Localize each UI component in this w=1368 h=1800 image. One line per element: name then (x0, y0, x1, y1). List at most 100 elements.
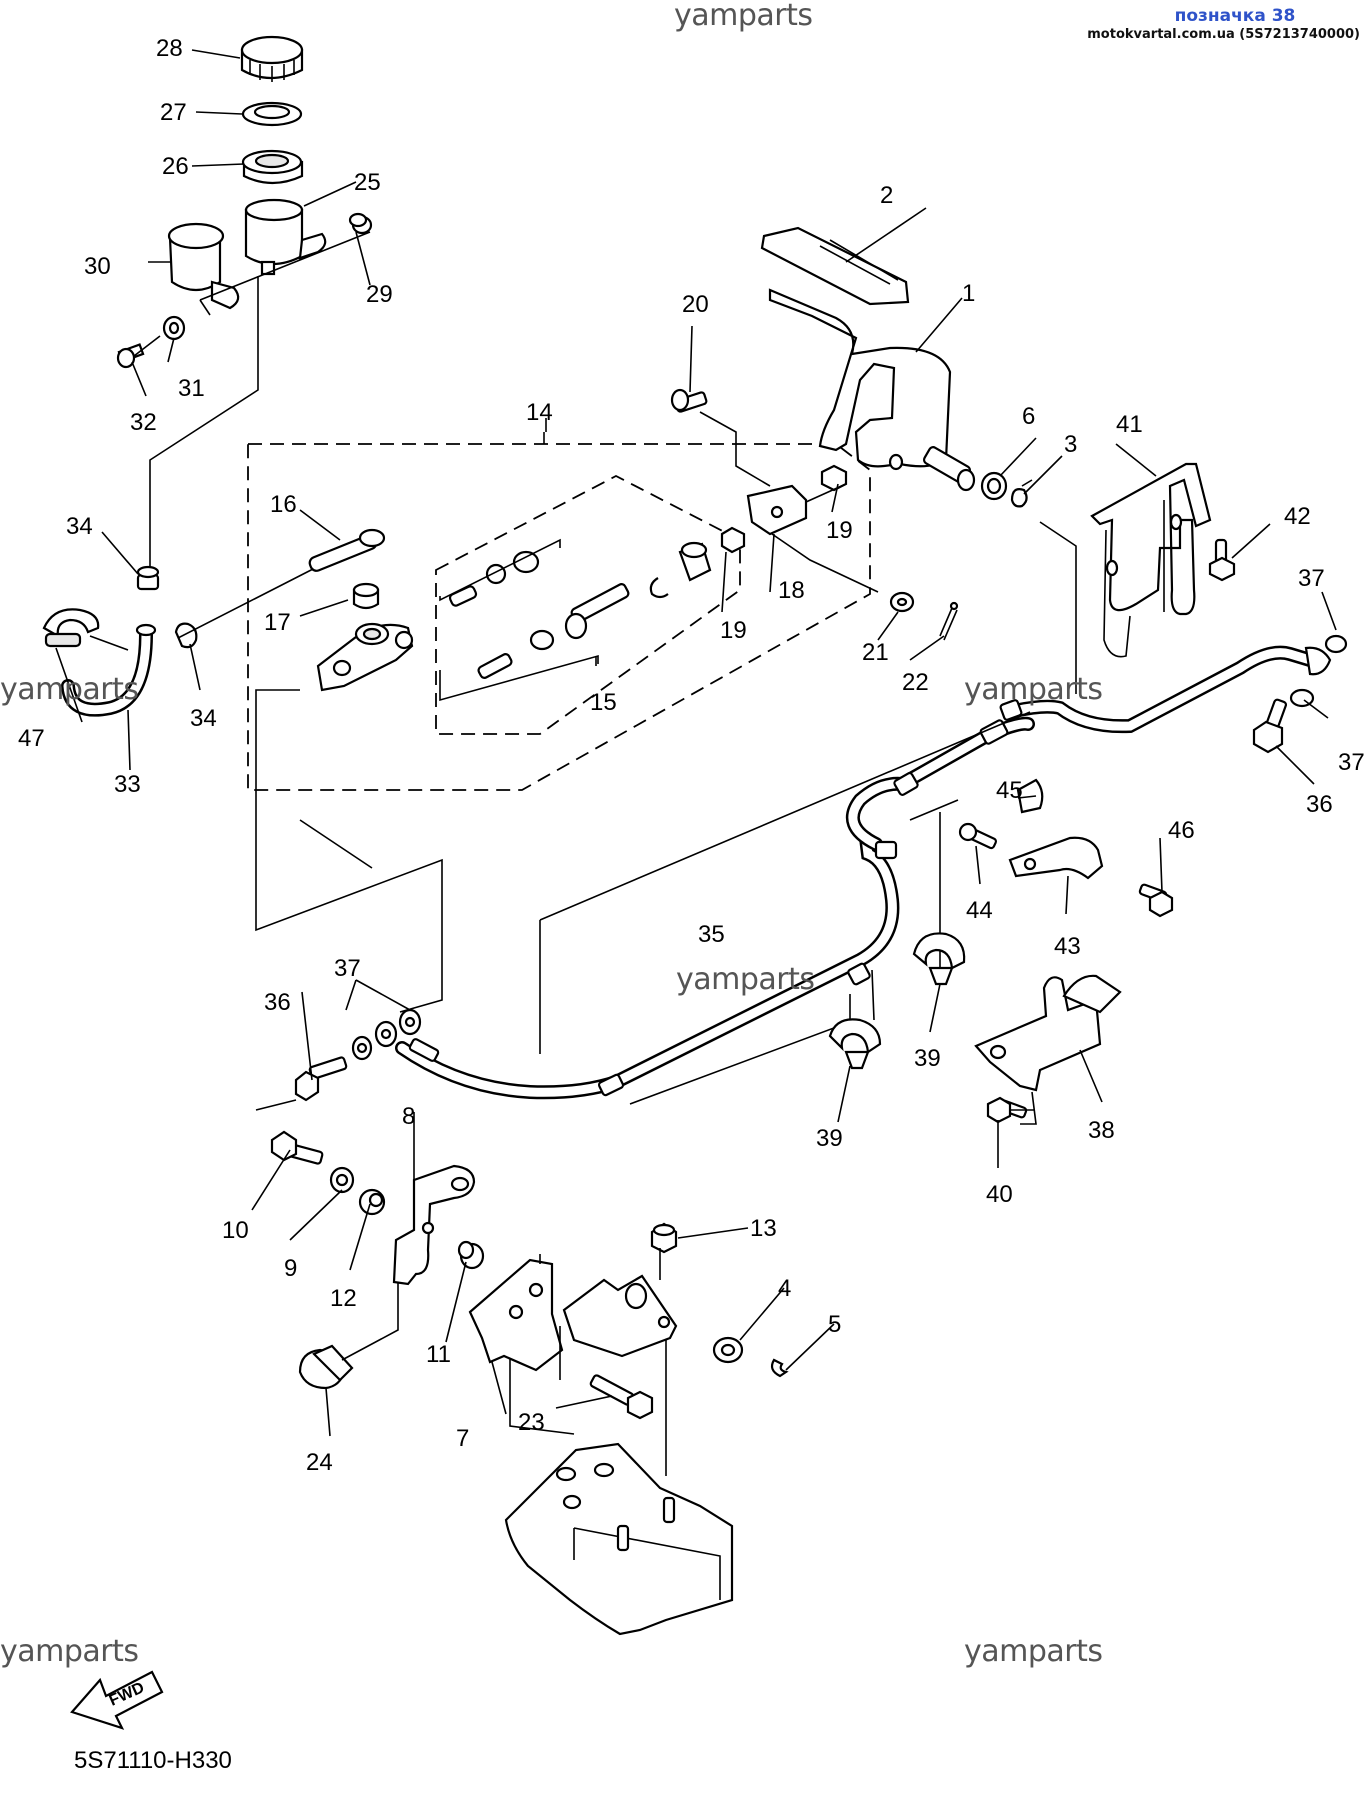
callout-44: 44 (966, 897, 993, 924)
callout-39-left: 39 (816, 1125, 843, 1152)
washer-37-a (351, 1035, 373, 1061)
bracket-41 (1090, 462, 1212, 658)
bolt-40 (986, 1096, 1028, 1124)
callout-14: 14 (526, 399, 553, 426)
callout-24: 24 (306, 1449, 333, 1476)
callout-42: 42 (1284, 503, 1311, 530)
diagram-code: 5S71110-H330 (74, 1747, 232, 1774)
brake-pipe-upper (845, 645, 1332, 860)
clevis-18 (746, 484, 808, 536)
collar-6 (980, 471, 1008, 501)
callout-30: 30 (84, 253, 111, 280)
callout-7: 7 (456, 1425, 469, 1452)
callout-16: 16 (270, 491, 297, 518)
nut-13 (650, 1222, 678, 1254)
bracket-8 (392, 1164, 476, 1286)
watermark-bottom-left: yamparts (0, 1634, 139, 1669)
callout-33: 33 (114, 771, 141, 798)
watermark-bottom-right: yamparts (964, 1634, 1103, 1669)
callout-6: 6 (1022, 403, 1035, 430)
callout-31: 31 (178, 375, 205, 402)
callout-18: 18 (778, 577, 805, 604)
frame-plate (504, 1442, 734, 1636)
callout-22: 22 (902, 669, 929, 696)
screw-32 (116, 343, 145, 369)
bolt-17 (352, 582, 380, 610)
callout-25: 25 (354, 169, 381, 196)
bracket-38 (974, 974, 1122, 1092)
callout-37-left: 37 (334, 955, 361, 982)
reservoir-cap-28 (240, 35, 304, 82)
fwd-arrow-icon: FWD (70, 1670, 164, 1730)
clamp-39-upper (912, 932, 966, 986)
callout-1: 1 (962, 280, 975, 307)
callout-10: 10 (222, 1217, 249, 1244)
callout-39-right: 39 (914, 1045, 941, 1072)
brake-hose-35 (395, 831, 900, 1100)
callout-46: 46 (1168, 817, 1195, 844)
bracket-13-mount (562, 1274, 678, 1358)
bolt-23 (589, 1374, 654, 1420)
bolt-20 (670, 388, 708, 413)
header-site-label: motokvartal.com.ua (5S7213740000) (1087, 27, 1360, 42)
leader-lines (55, 49, 1337, 1437)
kit-15-outline (435, 474, 741, 735)
washer-31 (162, 315, 186, 341)
master-cylinder-body (255, 622, 443, 1013)
kit-15-parts (439, 538, 712, 702)
washer-37-right-a (1324, 634, 1348, 654)
bracket-7 (468, 1258, 564, 1372)
callout-29: 29 (366, 281, 393, 308)
callout-38: 38 (1088, 1117, 1115, 1144)
brake-pedal-1 (768, 288, 976, 492)
banjo-bolt-36-left (294, 1056, 348, 1102)
callout-4: 4 (778, 1275, 791, 1302)
callout-21: 21 (862, 639, 889, 666)
callout-45: 45 (996, 777, 1023, 804)
clip-34-lower (174, 622, 198, 649)
clip-47 (42, 608, 100, 648)
callout-35: 35 (698, 921, 725, 948)
bracket-43 (1008, 836, 1104, 880)
callout-27: 27 (160, 99, 187, 126)
callout-26: 26 (162, 153, 189, 180)
callout-34-top: 34 (66, 513, 93, 540)
callout-36-left: 36 (264, 989, 291, 1016)
callout-20: 20 (682, 291, 709, 318)
collar-11 (457, 1240, 485, 1270)
grommet-12 (358, 1188, 386, 1216)
watermark-top: yamparts (674, 0, 813, 33)
washer-37-c (398, 1008, 422, 1036)
pedal-pad-2 (760, 226, 910, 306)
watermark-left: yamparts (0, 672, 139, 707)
callout-8: 8 (402, 1103, 415, 1130)
callout-23: 23 (518, 1409, 545, 1436)
diaphragm-27 (241, 101, 303, 127)
watermark-center: yamparts (676, 962, 815, 997)
callout-36-right: 36 (1306, 791, 1333, 818)
callout-41: 41 (1116, 411, 1143, 438)
callout-40: 40 (986, 1181, 1013, 1208)
cotter-pin-22 (939, 601, 959, 641)
callout-13: 13 (750, 1215, 777, 1242)
callout-43: 43 (1054, 933, 1081, 960)
callout-19-right: 19 (826, 517, 853, 544)
washer-4 (712, 1336, 744, 1364)
callout-34-bottom: 34 (190, 705, 217, 732)
callout-19-left: 19 (720, 617, 747, 644)
clip-34-upper (136, 565, 160, 591)
callout-37-right-top: 37 (1298, 565, 1325, 592)
header-link[interactable]: позначка 38 (1174, 6, 1296, 26)
nut-19-lower (720, 526, 746, 554)
joint-16 (308, 528, 386, 572)
callout-28: 28 (156, 35, 183, 62)
callout-17: 17 (264, 609, 291, 636)
kit-14-outline (247, 443, 871, 791)
hose-33 (61, 623, 157, 717)
callout-12: 12 (330, 1285, 357, 1312)
washer-37-b (374, 1020, 398, 1048)
bolt-42 (1208, 538, 1236, 582)
callout-15: 15 (590, 689, 617, 716)
callout-numbers: 2 1 6 3 41 42 37 37 36 45 46 44 43 39 39… (18, 35, 1365, 1476)
callout-3: 3 (1064, 431, 1077, 458)
